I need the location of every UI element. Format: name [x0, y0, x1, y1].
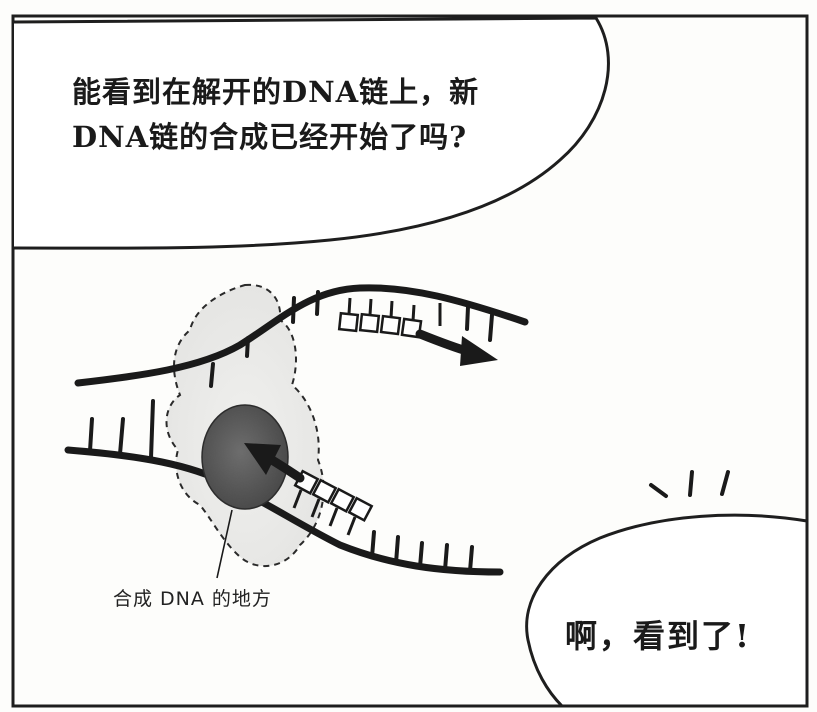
dna-upper-rungs — [209, 290, 494, 388]
question-text: 能看到在解开的DNA链上，新 DNA链的合成已经开始了吗? — [72, 75, 480, 154]
answer-speech-bubble — [525, 513, 809, 708]
surprise-marks — [649, 470, 730, 498]
caption-pointer — [216, 509, 233, 579]
new-strand-connectors-upper — [347, 297, 442, 326]
dna-upper-strand — [74, 284, 529, 387]
arrowhead-lower — [244, 443, 281, 475]
new-strand-connectors-lower — [292, 489, 357, 536]
dna-lower-rungs — [88, 399, 474, 573]
answer-text: 啊，看到了! — [565, 617, 752, 655]
arrowhead-upper — [460, 336, 498, 366]
question-speech-bubble — [13, 16, 610, 250]
new-strand-nucleotides-upper — [337, 311, 423, 339]
panel-border — [11, 14, 809, 708]
synthesis-site-caption: 合成 DNA 的地方 — [113, 588, 272, 610]
